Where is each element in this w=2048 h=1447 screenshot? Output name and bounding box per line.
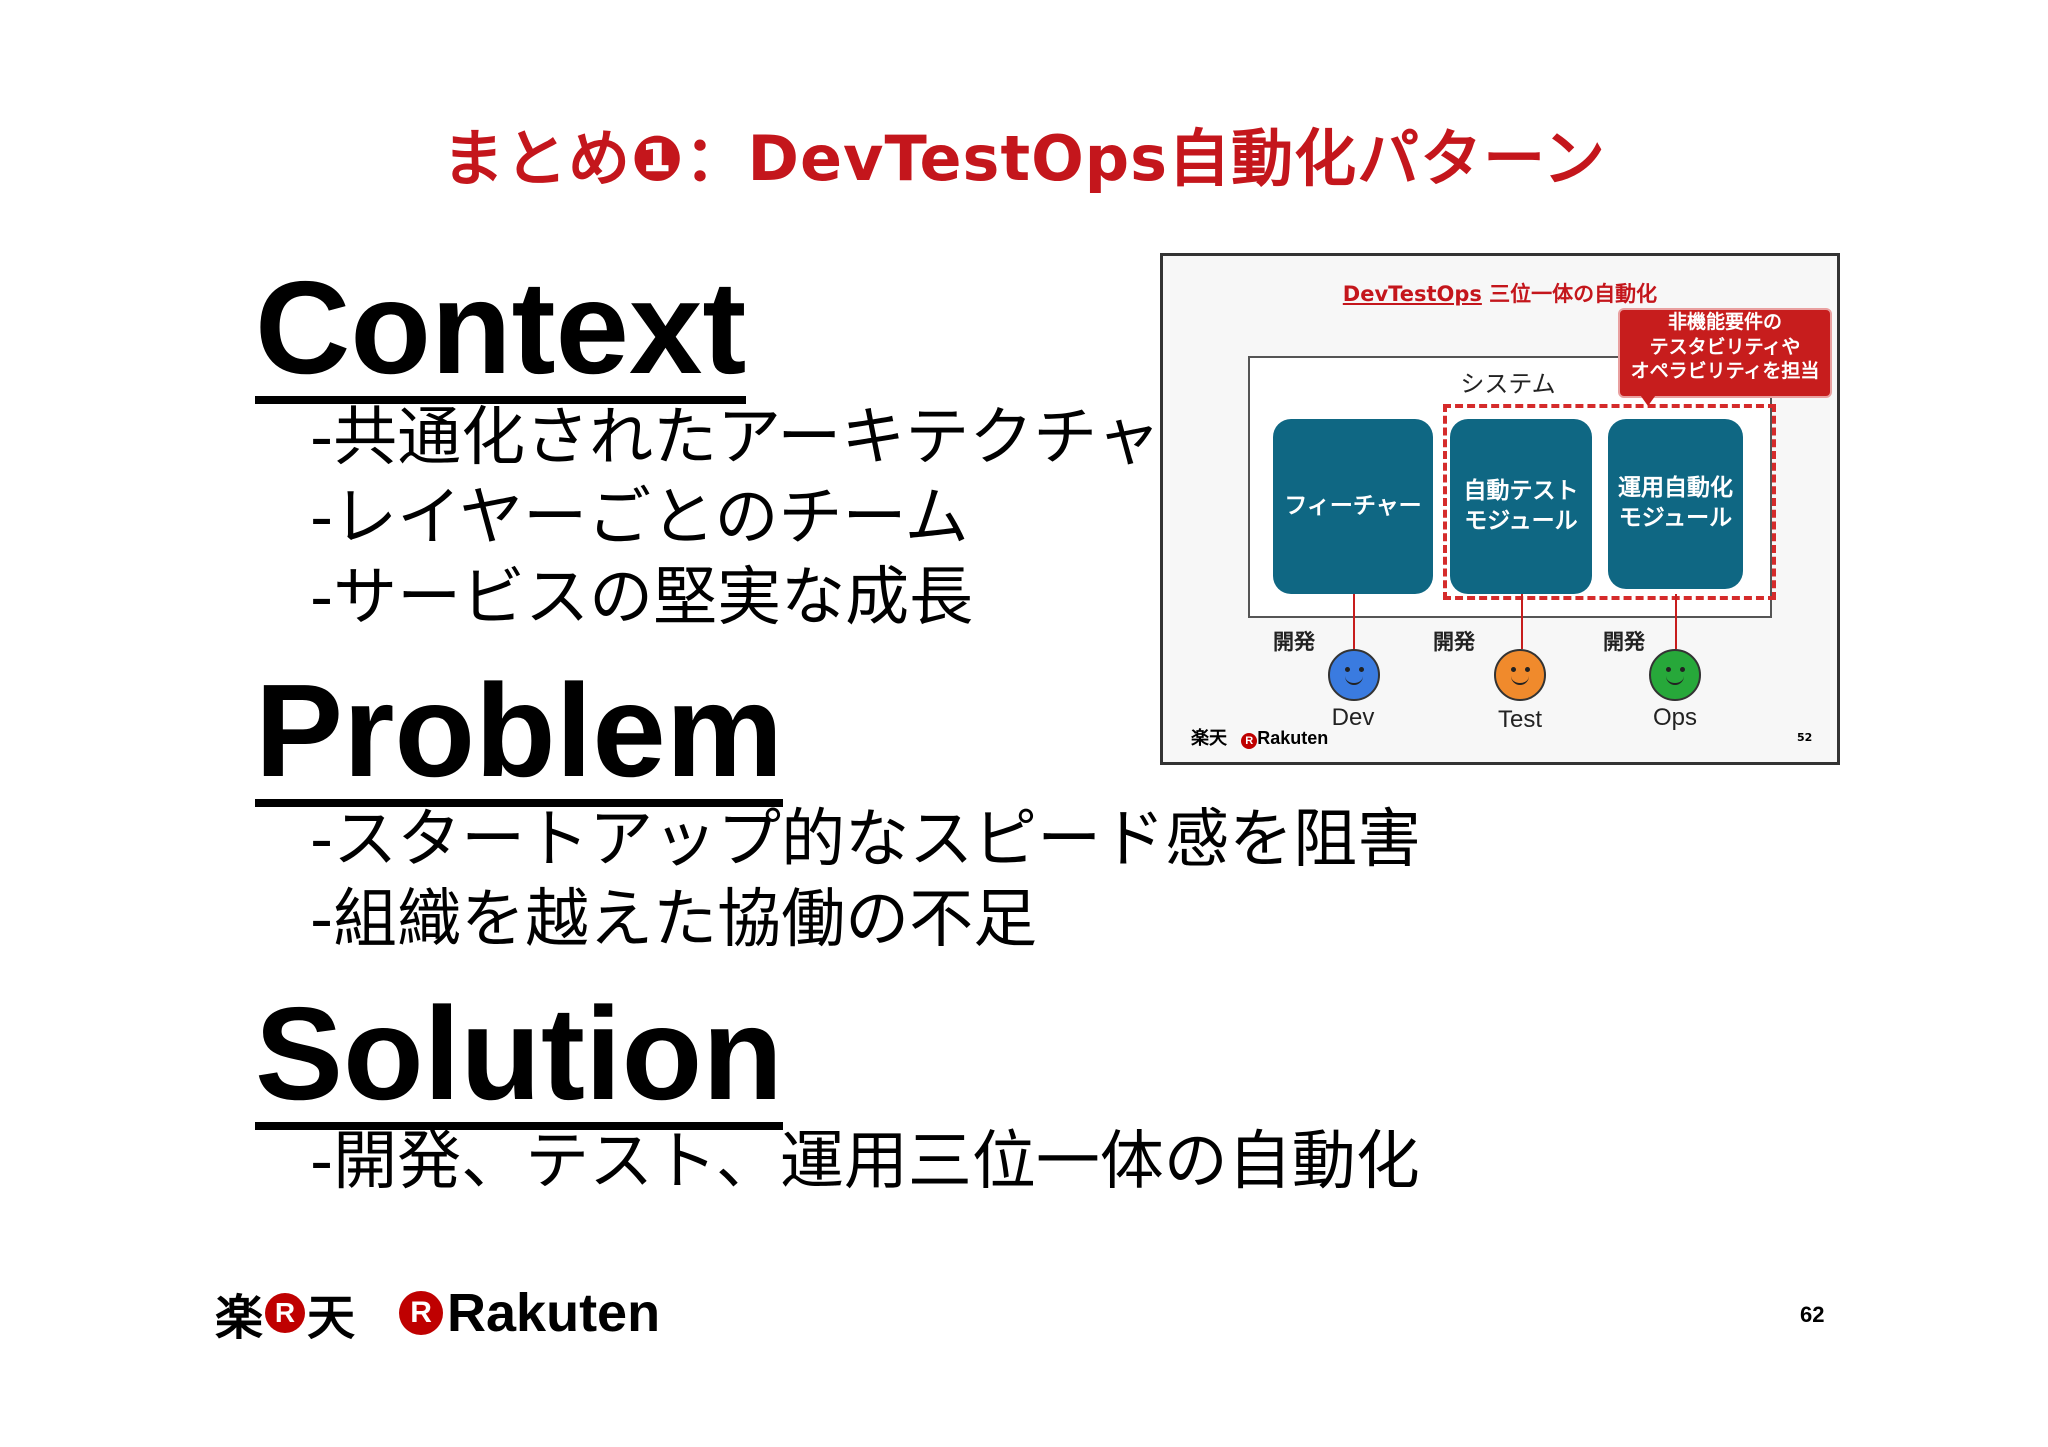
callout-line-2: テスタビリティや <box>1649 335 1801 358</box>
rakuten-footer-logo: 楽 R 天 R Rakuten <box>215 1283 661 1346</box>
system-label: システム <box>1460 370 1556 398</box>
diagram-title: DevTestOps 三位一体の自動化 <box>1163 278 1837 308</box>
diagram-logo-kanji: 楽天 <box>1191 728 1227 749</box>
problem-item-2: -組織を越えた協働の不足 <box>310 883 1038 957</box>
logo-r-icon: R <box>265 1293 306 1333</box>
callout-line-3: オペラビリティを担当 <box>1630 360 1820 383</box>
devtestops-diagram: DevTestOps 三位一体の自動化 システム 非機能要件の テスタビリティや… <box>1160 253 1840 765</box>
ops-face-icon <box>1649 649 1701 701</box>
opsauto-module-line-1: 運用自動化 <box>1618 475 1733 502</box>
nonfunctional-callout: 非機能要件の テスタビリティや オペラビリティを担当 <box>1618 308 1832 398</box>
solution-item-1: -開発、テスト、運用三位一体の自動化 <box>310 1125 1420 1199</box>
test-actor-name: Test <box>1497 706 1542 733</box>
rakuten-r-icon: R <box>399 1291 444 1335</box>
opsauto-module: 運用自動化モジュール <box>1608 419 1743 589</box>
context-item-3: -サービスの堅実な成長 <box>310 561 974 635</box>
autotest-module-line-1: 自動テスト <box>1463 477 1579 504</box>
context-heading: Context <box>255 262 747 404</box>
callout-line-1: 非機能要件の <box>1667 311 1782 333</box>
problem-item-1: -スタートアップ的なスピード感を阻害 <box>310 803 1422 877</box>
page-number: 62 <box>1800 1302 1825 1327</box>
test-face-icon <box>1494 649 1546 701</box>
opsauto-module-line-2: モジュール <box>1618 505 1733 531</box>
slide-title: まとめ❶：DevTestOps自動化パターン <box>442 122 1606 195</box>
nonfunctional-dashed-box <box>1443 404 1776 600</box>
ops-role-label: 開発 <box>1603 630 1645 654</box>
logo-word: Rakuten <box>447 1283 661 1343</box>
dev-face-icon <box>1328 649 1380 701</box>
dev-actor-name: Dev <box>1331 704 1375 731</box>
feature-module-label: フィーチャー <box>1284 492 1422 519</box>
diagram-page-number: 52 <box>1797 731 1813 744</box>
autotest-module: 自動テストモジュール <box>1450 419 1592 594</box>
test-arrow <box>1521 594 1523 649</box>
logo-kanji-left: 楽 <box>215 1290 264 1346</box>
diagram-logo-r-icon: R <box>1241 733 1258 749</box>
feature-module: フィーチャー <box>1273 419 1433 594</box>
problem-heading: Problem <box>255 665 784 807</box>
ops-arrow <box>1675 594 1677 649</box>
solution-heading: Solution <box>255 988 783 1130</box>
logo-kanji-right: 天 <box>307 1290 356 1346</box>
dev-role-label: 開発 <box>1273 630 1315 654</box>
diagram-title-underlined: DevTestOps <box>1342 282 1482 306</box>
diagram-logo-word: Rakuten <box>1257 728 1329 748</box>
context-item-2: -レイヤーごとのチーム <box>310 481 969 555</box>
dev-arrow <box>1353 594 1355 649</box>
ops-actor-name: Ops <box>1652 704 1697 731</box>
context-item-1: -共通化されたアーキテクチャ <box>310 401 1161 475</box>
test-role-label: 開発 <box>1433 630 1475 654</box>
autotest-module-line-2: モジュール <box>1464 507 1578 534</box>
callout-pointer <box>1638 392 1658 406</box>
diagram-title-rest: 三位一体の自動化 <box>1481 282 1658 306</box>
